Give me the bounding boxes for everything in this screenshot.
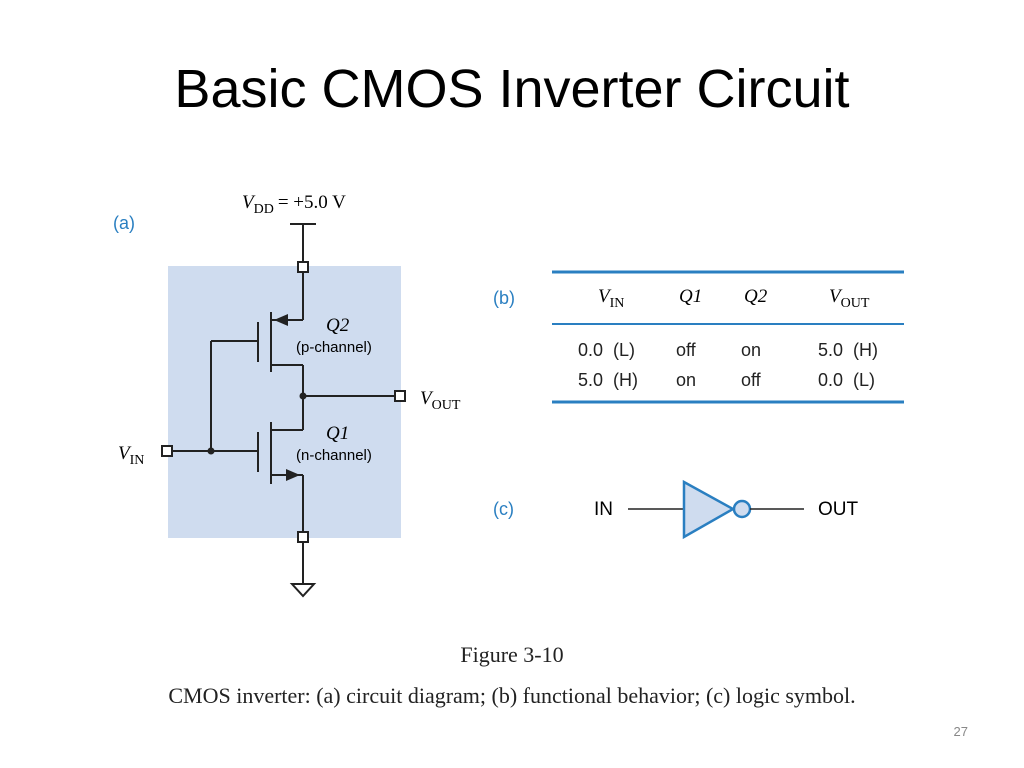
vdd-subscript: DD <box>254 202 274 217</box>
vout-symbol: V <box>420 388 434 409</box>
q2-arrow <box>274 314 288 326</box>
header-vin-sub: IN <box>610 296 625 311</box>
header-vin: VIN <box>598 286 624 311</box>
cell-r1-vout: 0.0 (L) <box>818 370 875 390</box>
ground-wiring <box>289 531 317 598</box>
table-label: (b) <box>493 288 515 308</box>
cell-r1-vin: 5.0 (H) <box>578 370 638 390</box>
vdd-label: VDD = +5.0 V <box>242 192 346 217</box>
output-junction <box>299 392 307 400</box>
q1-name: Q1 <box>326 423 349 444</box>
header-vin-main: V <box>598 286 612 307</box>
header-q1: Q1 <box>679 286 702 307</box>
page-number: 27 <box>953 724 968 739</box>
output-wiring <box>303 390 406 402</box>
supply-wiring <box>290 223 316 320</box>
cell-r0-q2: on <box>741 340 761 360</box>
circuit-label: (a) <box>113 213 135 233</box>
logic-input-label: IN <box>594 499 613 520</box>
q2-name: Q2 <box>326 315 350 336</box>
header-vout-main: V <box>829 286 843 307</box>
vout-label: VOUT <box>420 388 461 413</box>
header-vout-sub: OUT <box>841 296 870 311</box>
figure-number: Figure 3-10 <box>460 642 564 667</box>
logic-output-label: OUT <box>818 499 859 520</box>
cell-r1-q1: on <box>676 370 696 390</box>
vdd-value: = +5.0 V <box>278 192 346 213</box>
logic-label: (c) <box>493 499 514 519</box>
q1-arrow <box>286 469 300 481</box>
header-vout: VOUT <box>829 286 870 311</box>
table-row: 5.0 (H) on off 0.0 (L) <box>578 370 875 390</box>
vout-subscript: OUT <box>432 398 461 413</box>
figure-caption: CMOS inverter: (a) circuit diagram; (b) … <box>168 683 856 708</box>
q2-type: (p-channel) <box>296 339 372 356</box>
table-row: 0.0 (L) off on 5.0 (H) <box>578 340 878 360</box>
header-q2: Q2 <box>744 286 768 307</box>
input-junction <box>207 447 215 455</box>
cell-r0-vin: 0.0 (L) <box>578 340 635 360</box>
inverter-bubble-icon <box>732 499 752 519</box>
vin-subscript: IN <box>130 453 145 468</box>
ic-shading <box>168 266 401 538</box>
cell-r0-vout: 5.0 (H) <box>818 340 878 360</box>
vdd-symbol: V <box>242 192 256 213</box>
inverter-triangle-icon <box>682 479 736 540</box>
slide-title: Basic CMOS Inverter Circuit <box>174 59 850 119</box>
cell-r0-q1: off <box>676 340 697 360</box>
cell-r1-q2: off <box>741 370 762 390</box>
vin-label: VIN <box>118 443 144 468</box>
vin-symbol: V <box>118 443 132 464</box>
q1-type: (n-channel) <box>296 447 372 464</box>
input-wiring <box>161 340 258 457</box>
